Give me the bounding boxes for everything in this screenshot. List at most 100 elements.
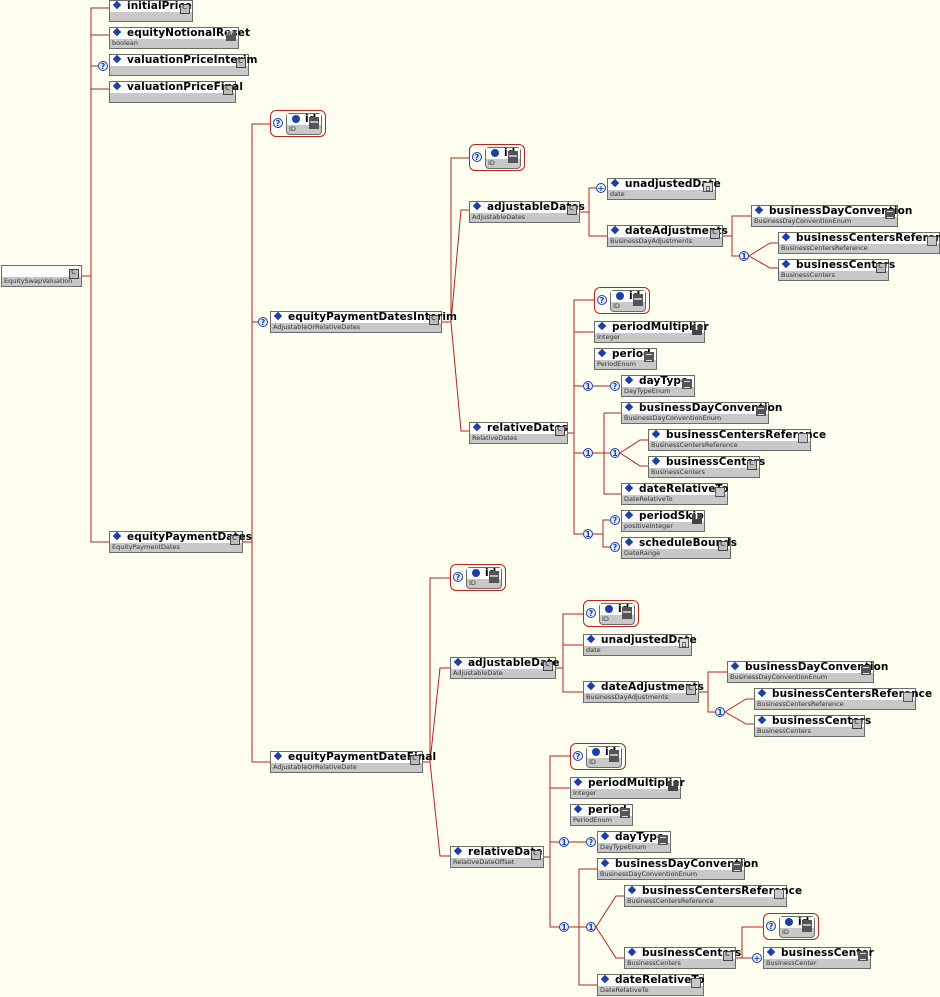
element-business-day-convention[interactable]: businessDayConvention BusinessDayConvent… (597, 858, 758, 880)
element-name: valuationPriceFinal (127, 81, 244, 93)
element-name: periodMultiplier (612, 321, 709, 333)
element-period[interactable]: period PeriodEnum (570, 804, 633, 826)
element-equity-payment-dates[interactable]: equityPaymentDates EquityPaymentDates (109, 531, 252, 553)
enum-type-icon (658, 835, 668, 845)
element-adjustable-date[interactable]: adjustableDate AdjustableDate (450, 657, 560, 679)
complex-type-icon[interactable] (180, 2, 190, 14)
connector-line (593, 519, 610, 535)
type-label: ID (469, 579, 476, 587)
complex-type-icon[interactable] (230, 533, 240, 545)
element-business-day-convention[interactable]: businessDayConvention BusinessDayConvent… (621, 402, 782, 424)
complex-type-icon[interactable] (747, 458, 757, 470)
type-label: BusinessCenters (651, 468, 705, 476)
type-label: BusinessDayAdjustments (610, 237, 693, 245)
element-business-centers-reference[interactable]: businessCentersReference BusinessCenters… (648, 429, 826, 451)
attribute-id-group: ? id ID (270, 110, 326, 137)
root-element-equity-swap-valuation[interactable]: EquitySwapValuation (1, 265, 82, 287)
choice-badge: 1 (583, 529, 593, 539)
element-name: businessCenters (796, 259, 896, 271)
element-business-centers[interactable]: businessCenters BusinessCenters (778, 259, 895, 281)
connector-line (562, 668, 583, 693)
attribute-dot-icon (616, 292, 624, 300)
element-equity-payment-dates-interim[interactable]: equityPaymentDatesInterim AdjustableOrRe… (270, 311, 457, 333)
element-business-day-convention[interactable]: businessDayConvention BusinessDayConvent… (727, 661, 888, 683)
complex-type-icon[interactable] (723, 949, 733, 961)
id-type-icon (633, 294, 643, 306)
element-business-centers[interactable]: businessCenters BusinessCenters (624, 947, 741, 969)
element-period[interactable]: period PeriodEnum (594, 348, 657, 370)
element-schedule-bounds[interactable]: scheduleBounds DateRange (621, 537, 737, 559)
element-unadjusted-date[interactable]: unadjustedDate date (583, 634, 697, 656)
element-period-multiplier[interactable]: periodMultiplier Integer (594, 321, 709, 343)
attribute-id[interactable]: id ID (485, 147, 521, 169)
element-relative-dates[interactable]: relativeDates RelativeDates (469, 422, 568, 444)
element-business-centers-reference[interactable]: businessCentersReference BusinessCenters… (778, 232, 940, 254)
connector-line (442, 157, 469, 323)
enum-type-icon (861, 665, 871, 675)
element-valuation-price-interim[interactable]: valuationPriceInterim (109, 54, 257, 76)
element-equity-notional-reset[interactable]: equityNotionalReset boolean (109, 27, 250, 49)
element-valuation-price-final[interactable]: valuationPriceFinal (109, 81, 243, 103)
choice-badge: 1 (559, 922, 569, 932)
connector-line (450, 321, 469, 432)
element-day-type[interactable]: dayType DayTypeEnum (621, 375, 695, 397)
connector-line (251, 542, 270, 763)
connector-line (603, 453, 621, 495)
element-day-type[interactable]: dayType DayTypeEnum (597, 831, 671, 853)
element-business-centers-reference[interactable]: businessCentersReference BusinessCenters… (624, 885, 802, 907)
id-type-icon (802, 920, 812, 932)
connector-line (429, 667, 450, 763)
complex-type-icon[interactable] (852, 717, 862, 729)
element-name: businessDayConvention (769, 205, 913, 217)
complex-type-icon[interactable] (710, 227, 720, 239)
connector-line (595, 926, 624, 959)
element-initial-price[interactable]: initialPrice (109, 0, 193, 22)
complex-type-icon[interactable] (543, 659, 553, 671)
element-period-skip[interactable]: periodSkip positiveInteger (621, 510, 705, 532)
connector-line (544, 755, 570, 858)
attribute-id[interactable]: id ID (779, 916, 815, 938)
attribute-id[interactable]: id ID (466, 567, 502, 589)
element-date-relative-to[interactable]: dateRelativeTo DateRelativeTo (621, 483, 729, 505)
element-period-multiplier[interactable]: periodMultiplier Integer (570, 777, 685, 799)
element-relative-date[interactable]: relativeDate RelativeDateOffset (450, 846, 544, 868)
type-label: BusinessCenter (766, 959, 817, 967)
element-date-relative-to[interactable]: dateRelativeTo DateRelativeTo (597, 974, 705, 996)
attribute-id-group: ? id ID (583, 600, 639, 627)
choice-badge: 1 (583, 381, 593, 391)
complex-type-icon[interactable] (69, 267, 79, 279)
attribute-id[interactable]: id ID (599, 603, 635, 625)
complex-type-icon[interactable] (531, 848, 541, 860)
complex-type-icon[interactable] (567, 203, 577, 215)
complex-type-icon[interactable] (686, 683, 696, 695)
optional-badge: ? (586, 837, 596, 847)
element-adjustable-dates[interactable]: adjustableDates AdjustableDates (469, 201, 585, 223)
element-date-adjustments[interactable]: dateAdjustments BusinessDayAdjustments (583, 681, 704, 703)
element-name: dateRelativeTo (615, 974, 705, 986)
attribute-id[interactable]: id ID (286, 113, 322, 135)
type-label: RelativeDateOffset (453, 858, 515, 866)
element-name: relativeDate (468, 846, 543, 858)
element-unadjusted-date[interactable]: unadjustedDate date (607, 178, 721, 200)
element-business-centers[interactable]: businessCenters BusinessCenters (754, 715, 871, 737)
complex-type-icon[interactable] (718, 539, 728, 551)
complex-type-icon[interactable] (236, 56, 246, 68)
attribute-id[interactable]: id ID (610, 290, 646, 312)
attribute-id[interactable]: id ID (586, 746, 622, 768)
type-label: DateRange (624, 549, 661, 557)
complex-type-icon[interactable] (223, 83, 233, 95)
connector-line (699, 671, 727, 693)
element-business-day-convention[interactable]: businessDayConvention BusinessDayConvent… (751, 205, 912, 227)
connector-line (423, 577, 450, 763)
element-business-center[interactable]: businessCenter BusinessCenter (763, 947, 874, 969)
complex-type-icon[interactable] (876, 261, 886, 273)
complex-type-icon[interactable] (555, 424, 565, 436)
connector-line (723, 215, 751, 237)
element-equity-payment-date-final[interactable]: equityPaymentDateFinal AdjustableOrRelat… (270, 751, 436, 773)
connector-line (450, 209, 469, 323)
complex-type-icon[interactable] (429, 313, 439, 325)
element-business-centers[interactable]: businessCenters BusinessCenters (648, 456, 765, 478)
complex-type-icon[interactable] (410, 753, 420, 765)
element-date-adjustments[interactable]: dateAdjustments BusinessDayAdjustments (607, 225, 728, 247)
element-business-centers-reference[interactable]: businessCentersReference BusinessCenters… (754, 688, 932, 710)
